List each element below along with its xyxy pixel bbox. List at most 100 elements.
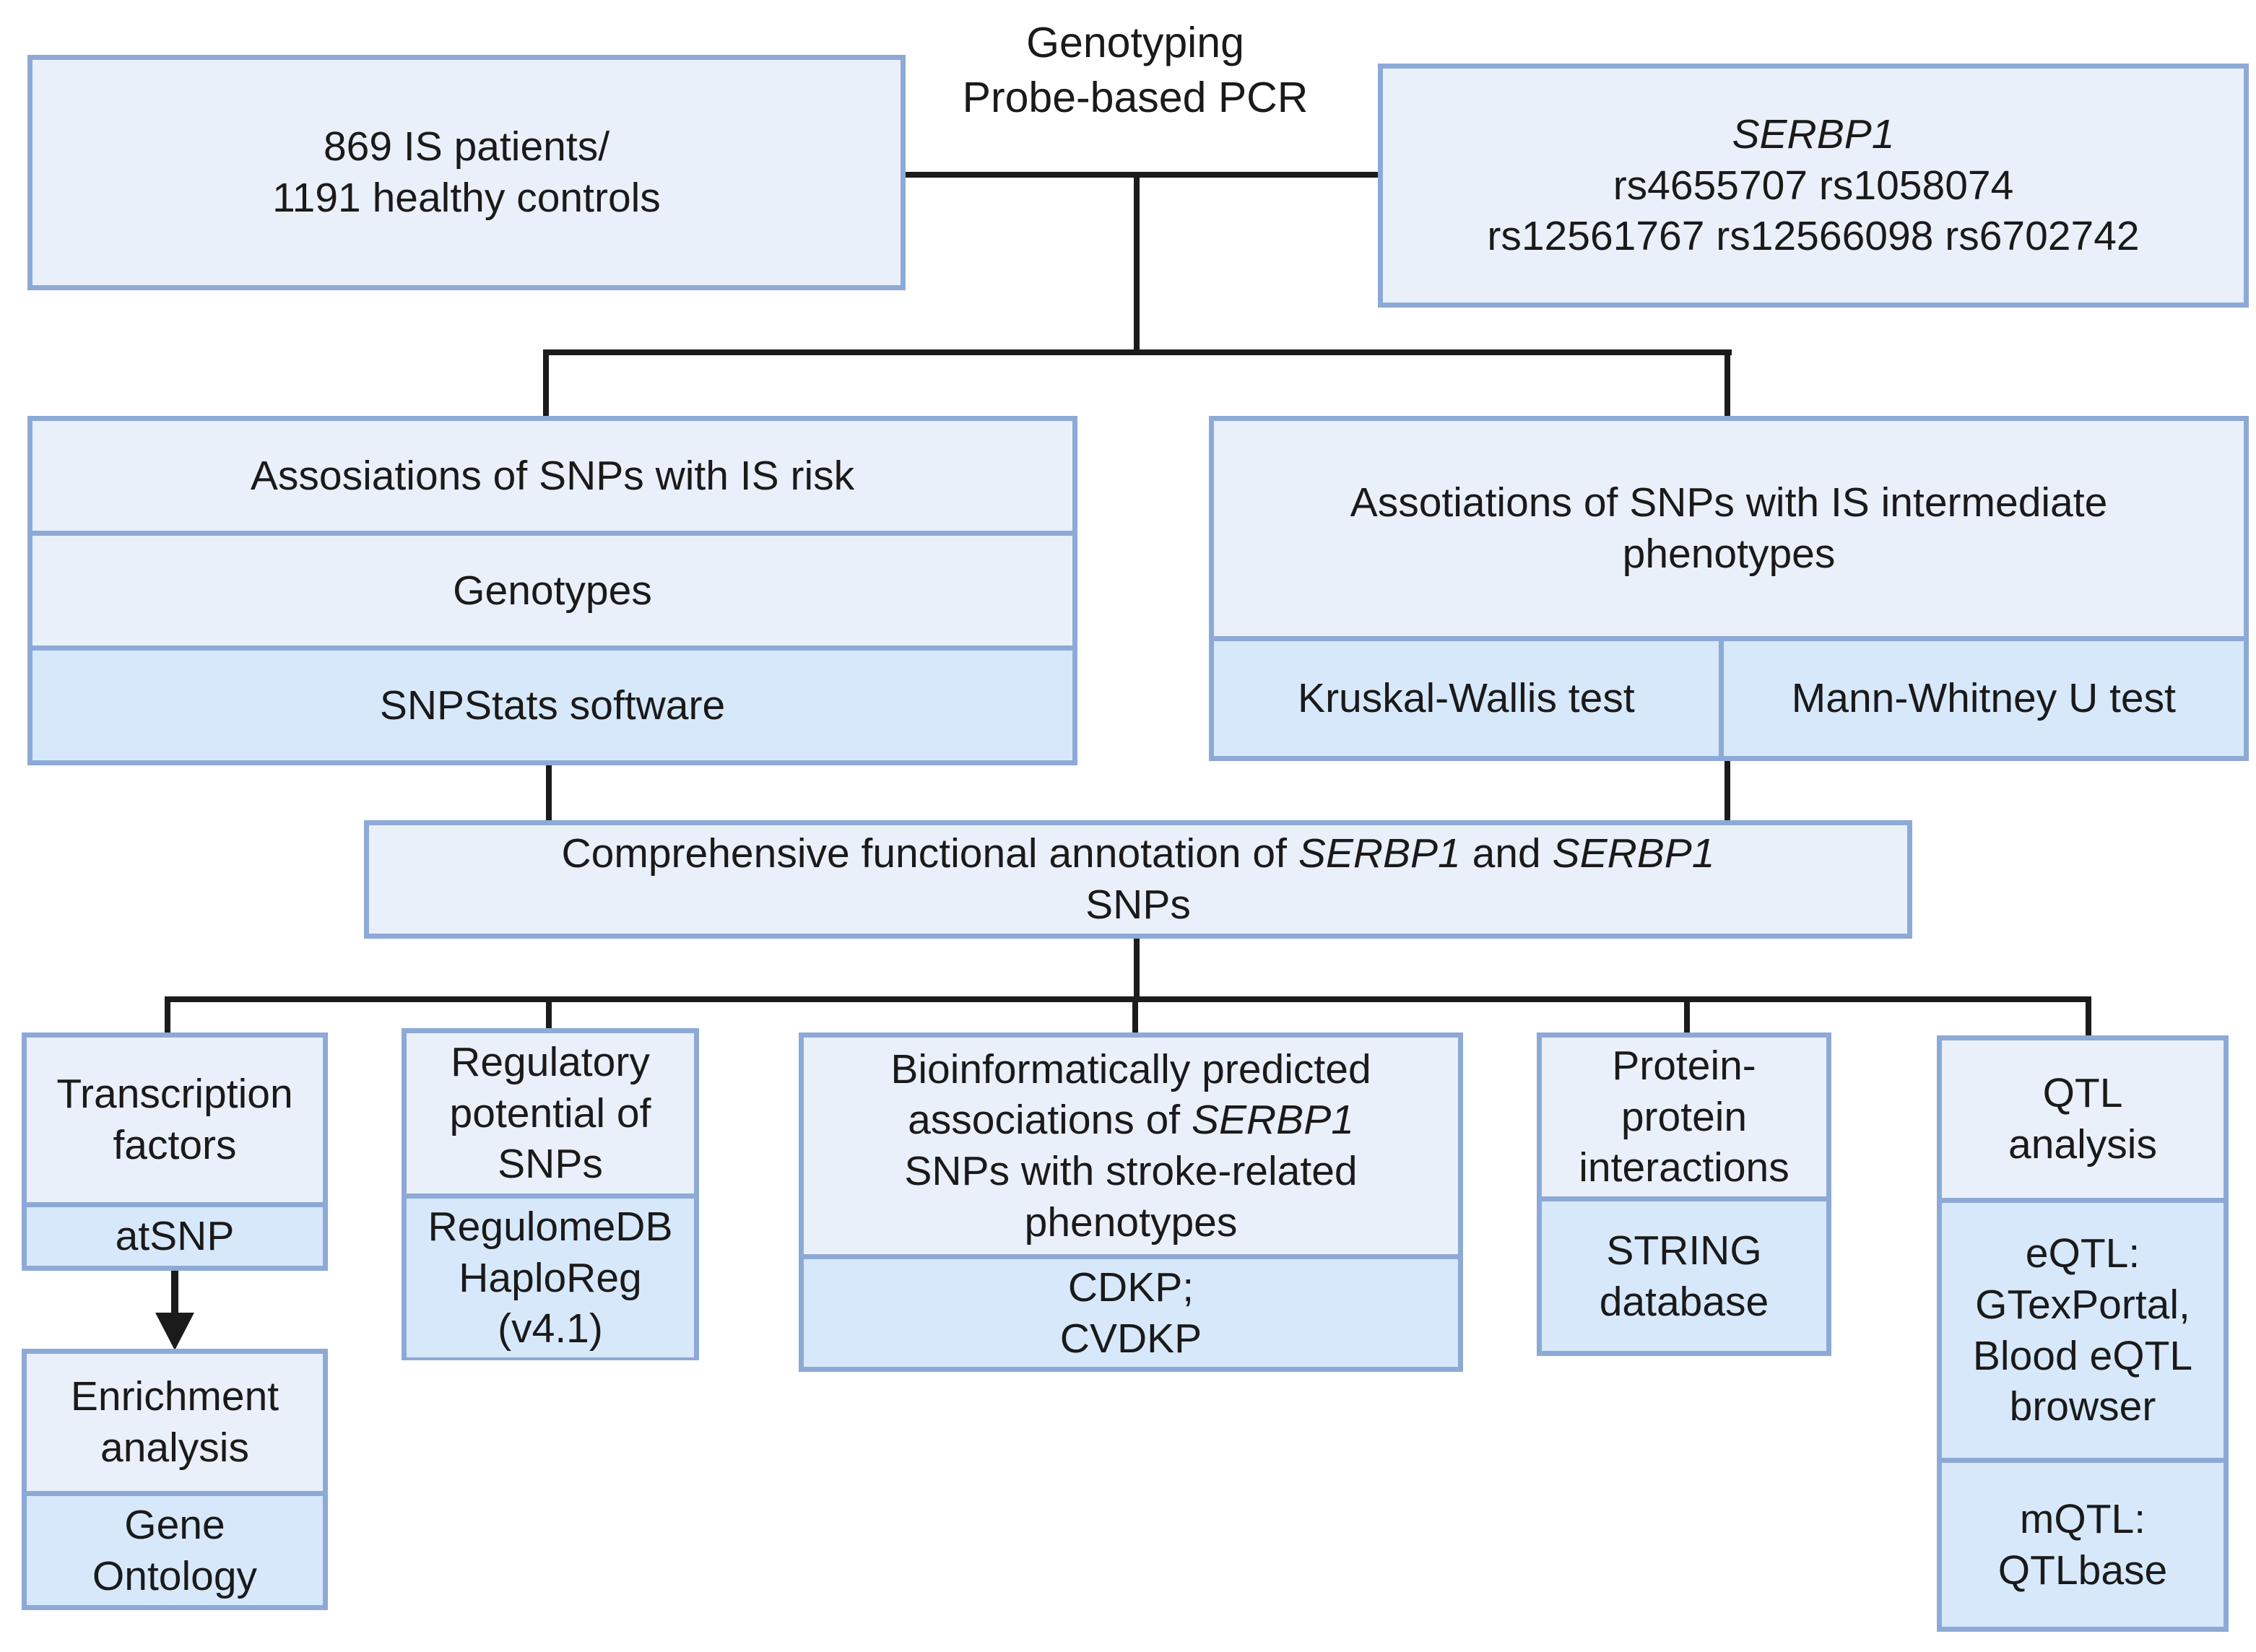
prediction-line-2-seg: associations of xyxy=(908,1097,1192,1144)
eqtl-line-1: eQTL: xyxy=(2025,1230,2140,1277)
enrichment-analysis-title: Enrichment analysis xyxy=(27,1354,323,1491)
qtl-analysis-box: QTL analysis eQTL: GTexPortal, Blood eQT… xyxy=(1937,1035,2229,1632)
ppi-line-1: Protein- xyxy=(1612,1043,1756,1089)
annotation-seg-2: and xyxy=(1460,830,1553,877)
cohort-box: 869 IS patients/ 1191 healthy controls xyxy=(27,55,906,290)
prediction-line-1: Bioinformatically predicted xyxy=(890,1045,1371,1092)
regulatory-line-1: Regulatory xyxy=(451,1038,650,1085)
phenotype-tests-row: Kruskal-Wallis test Mann-Whitney U test xyxy=(1214,636,2244,756)
genotypes-row: Genotypes xyxy=(32,531,1072,645)
qtl-line-2: analysis xyxy=(2008,1121,2157,1168)
enrichment-line-1: Enrichment xyxy=(70,1373,279,1420)
down-arrow-icon xyxy=(155,1313,194,1350)
snpstats-row: SNPStats software xyxy=(32,645,1072,760)
ontology-line-1: Gene xyxy=(124,1501,225,1548)
transcription-factors-box: Transcription factors atSNP xyxy=(22,1032,328,1271)
kruskal-wallis-text: Kruskal-Wallis test xyxy=(1298,675,1635,722)
string-line-1: STRING xyxy=(1606,1227,1762,1274)
connector-branch-horizontal xyxy=(543,349,1732,355)
regulatory-line-3: SNPs xyxy=(498,1141,603,1188)
snp-line-2: rs12561767 rs12566098 rs6702742 xyxy=(1487,213,2140,260)
string-database-box: STRING database xyxy=(1542,1196,1826,1351)
regulomedb-haploreg-box: RegulomeDB HaploReg (v4.1) xyxy=(407,1194,694,1358)
bioinformatic-associations-title: Bioinformatically predicted associations… xyxy=(804,1038,1458,1254)
genotyping-title-line-2: Probe-based PCR xyxy=(962,73,1309,121)
phenotype-association-title: Assotiations of SNPs with IS intermediat… xyxy=(1214,421,2244,636)
protein-interactions-box: Protein- protein interactions STRING dat… xyxy=(1537,1032,1831,1356)
down-arrow-shaft xyxy=(171,1271,178,1316)
risk-association-title: Assosiations of SNPs with IS risk xyxy=(32,421,1072,531)
regulatory-potential-box: Regulatory potential of SNPs RegulomeDB … xyxy=(402,1028,699,1360)
genotyping-title: Genotyping Probe-based PCR xyxy=(852,16,1418,125)
string-line-2: database xyxy=(1599,1278,1769,1325)
ppi-line-2: protein xyxy=(1621,1093,1748,1140)
snp-line-1: rs4655707 rs1058074 xyxy=(1613,162,2014,209)
cdkp-line-2: CVDKP xyxy=(1059,1315,1202,1362)
phenotype-association-group: Assotiations of SNPs with IS intermediat… xyxy=(1209,416,2249,761)
eqtl-box: eQTL: GTexPortal, Blood eQTL browser xyxy=(1942,1198,2224,1458)
genotyping-title-line-1: Genotyping xyxy=(1026,19,1244,66)
regulomedb-line-1: RegulomeDB xyxy=(428,1204,673,1250)
eqtl-line-2: GTexPortal, xyxy=(1975,1281,2190,1328)
connector-branch-right-drop xyxy=(1724,351,1730,417)
eqtl-line-4: browser xyxy=(2009,1383,2156,1430)
regulomedb-line-2: HaploReg xyxy=(459,1254,642,1301)
gene-name: SERBP1 xyxy=(1732,110,1895,157)
mqtl-line-1: mQTL: xyxy=(2019,1495,2146,1542)
phenotype-title-line-1: Assotiations of SNPs with IS intermediat… xyxy=(1350,479,2108,526)
qtl-line-1: QTL xyxy=(2042,1070,2123,1117)
connector-branch-left-drop xyxy=(543,351,549,417)
phenotype-title-line-2: phenotypes xyxy=(1622,531,1836,577)
snpstats-text: SNPStats software xyxy=(379,682,726,729)
connector-drop-transcription xyxy=(165,998,170,1034)
functional-annotation-box: Comprehensive functional annotation of S… xyxy=(364,820,1912,939)
connector-phenotype-to-hub xyxy=(1724,761,1730,822)
eqtl-line-3: Blood eQTL xyxy=(1972,1332,2193,1379)
gene-ontology-box: Gene Ontology xyxy=(27,1491,323,1605)
mann-whitney-cell: Mann-Whitney U test xyxy=(1718,641,2244,756)
tf-title-line-2: factors xyxy=(113,1122,237,1168)
risk-association-title-text: Assosiations of SNPs with IS risk xyxy=(250,452,855,499)
regulatory-line-2: potential of xyxy=(449,1090,651,1136)
tf-title-line-1: Transcription xyxy=(56,1071,293,1118)
cohort-line-2: 1191 healthy controls xyxy=(272,175,661,221)
mqtl-box: mQTL: QTLbase xyxy=(1942,1458,2224,1627)
connector-hub-down xyxy=(1134,939,1140,1001)
connector-drop-regulatory xyxy=(546,998,552,1031)
genotypes-text: Genotypes xyxy=(453,567,652,614)
gene-box: SERBP1 rs4655707 rs1058074 rs12561767 rs… xyxy=(1378,64,2249,308)
connector-distribution-horizontal xyxy=(165,996,2091,1002)
enrichment-analysis-box: Enrichment analysis Gene Ontology xyxy=(22,1349,328,1610)
prediction-line-4: phenotypes xyxy=(1024,1199,1238,1245)
annotation-gene-2: SERBP1 xyxy=(1552,830,1715,877)
transcription-factors-title: Transcription factors xyxy=(27,1038,323,1202)
qtl-analysis-title: QTL analysis xyxy=(1942,1040,2224,1198)
prediction-line-2-gene: SERBP1 xyxy=(1191,1097,1354,1144)
connector-drop-ppi xyxy=(1684,998,1690,1034)
connector-risk-to-hub xyxy=(546,765,552,822)
gene-box-text: SERBP1 rs4655707 rs1058074 rs12561767 rs… xyxy=(1383,69,2244,303)
ontology-line-2: Ontology xyxy=(92,1552,258,1599)
functional-annotation-text: Comprehensive functional annotation of S… xyxy=(369,825,1907,934)
regulomedb-line-3: (v4.1) xyxy=(498,1305,603,1352)
mqtl-line-2: QTLbase xyxy=(1997,1547,2168,1594)
connector-top-vertical xyxy=(1134,175,1140,355)
cohort-text: 869 IS patients/ 1191 healthy controls xyxy=(32,60,901,285)
annotation-gene-1: SERBP1 xyxy=(1298,830,1461,877)
annotation-seg-1: Comprehensive functional annotation of xyxy=(561,830,1298,877)
atsnp-text: atSNP xyxy=(115,1213,235,1260)
regulatory-potential-title: Regulatory potential of SNPs xyxy=(407,1033,694,1194)
cohort-line-1: 869 IS patients/ xyxy=(323,123,610,170)
annotation-line-1: Comprehensive functional annotation of S… xyxy=(561,828,1714,879)
prediction-line-2: associations of SERBP1 xyxy=(908,1095,1354,1146)
connector-top-horizontal xyxy=(906,172,1378,178)
prediction-line-3: SNPs with stroke-related xyxy=(904,1148,1358,1194)
kruskal-wallis-cell: Kruskal-Wallis test xyxy=(1214,641,1719,756)
bioinformatic-associations-box: Bioinformatically predicted associations… xyxy=(799,1032,1463,1372)
mann-whitney-text: Mann-Whitney U test xyxy=(1791,675,2176,722)
protein-interactions-title: Protein- protein interactions xyxy=(1542,1038,1826,1196)
enrichment-line-2: analysis xyxy=(100,1425,249,1471)
risk-association-group: Assosiations of SNPs with IS risk Genoty… xyxy=(27,416,1077,765)
atsnp-box: atSNP xyxy=(27,1202,323,1266)
